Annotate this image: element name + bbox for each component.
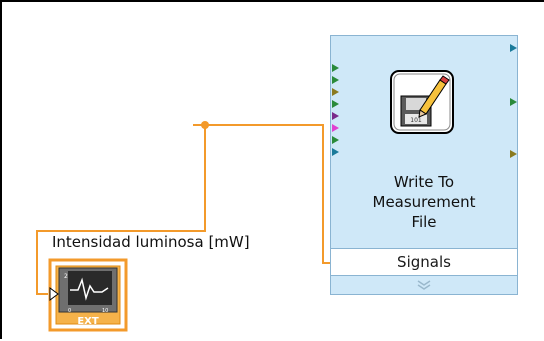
signals-parameter-row[interactable]: Signals	[331, 248, 517, 276]
title-line: File	[411, 213, 437, 231]
ext-badge: EXT	[77, 316, 99, 327]
write-to-measurement-file-node[interactable]: 101 Write To Measurement File Signals	[330, 35, 518, 295]
tick-label: 10	[102, 308, 108, 314]
file-write-pencil-icon: 101	[390, 70, 454, 134]
output-terminal[interactable]	[510, 98, 517, 106]
input-terminal[interactable]	[332, 64, 339, 72]
output-terminal[interactable]	[510, 44, 517, 52]
control-label: Intensidad luminosa [mW]	[52, 233, 250, 251]
input-terminal[interactable]	[332, 88, 339, 96]
signals-label: Signals	[397, 253, 451, 271]
tick-label: 0	[68, 308, 71, 314]
title-line: Write To	[393, 173, 455, 191]
input-terminal[interactable]	[332, 100, 339, 108]
svg-text:101: 101	[410, 117, 422, 124]
input-terminal[interactable]	[332, 76, 339, 84]
title-line: Measurement	[372, 193, 476, 211]
dynamic-data-wire[interactable]	[36, 124, 330, 295]
wire-junction	[201, 121, 209, 129]
waveform-express-icon[interactable]: 2 0 10 EXT	[48, 258, 128, 332]
output-terminal[interactable]	[510, 150, 517, 158]
tick-label: 2	[64, 273, 68, 280]
expand-chevron-icon[interactable]	[411, 279, 437, 291]
input-terminal[interactable]	[332, 136, 339, 144]
input-terminal[interactable]	[332, 124, 339, 132]
input-terminal[interactable]	[332, 112, 339, 120]
node-title: Write To Measurement File	[331, 172, 517, 232]
input-terminal[interactable]	[332, 148, 339, 156]
